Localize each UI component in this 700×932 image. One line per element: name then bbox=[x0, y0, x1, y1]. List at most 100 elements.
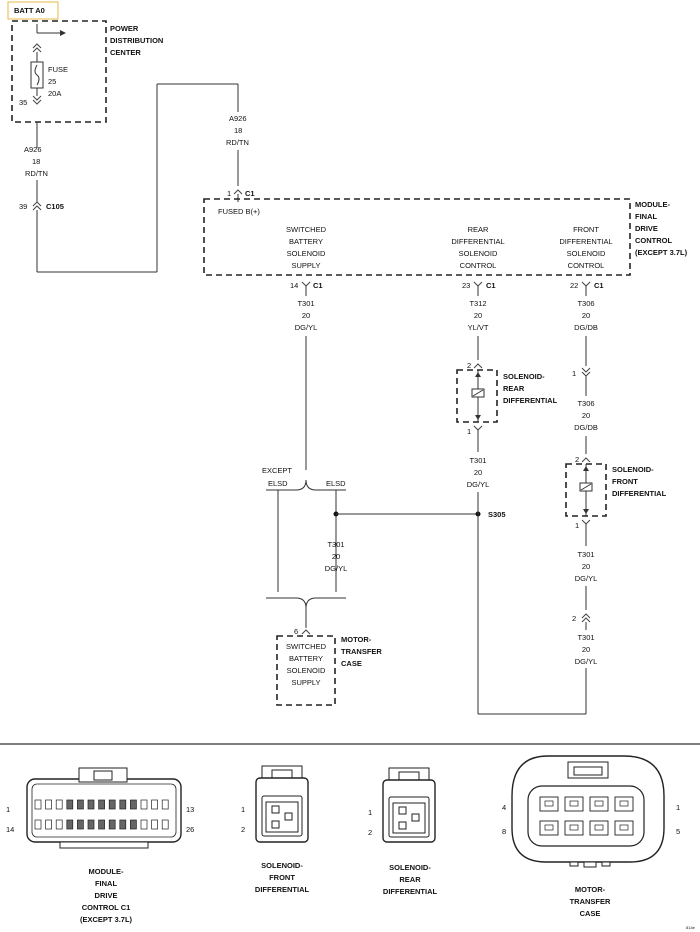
svg-text:T301: T301 bbox=[327, 540, 344, 549]
connector-front-solenoid-label: SOLENOID- FRONT DIFFERENTIAL bbox=[255, 861, 310, 894]
svg-text:DIFFERENTIAL: DIFFERENTIAL bbox=[503, 396, 558, 405]
c1-cavity bbox=[87, 819, 95, 830]
transfer-case-cavity bbox=[564, 820, 584, 836]
transfer-case-box bbox=[276, 635, 336, 706]
svg-text:SOLENOID-: SOLENOID- bbox=[503, 372, 545, 381]
wire-t301-d-label: T301 20 DG/YL bbox=[575, 550, 598, 583]
t306-inline-connector-icon bbox=[581, 367, 591, 377]
svg-text:DIFFERENTIAL: DIFFERENTIAL bbox=[559, 237, 612, 246]
svg-text:CONTROL C1: CONTROL C1 bbox=[82, 903, 131, 912]
svg-text:TRANSFER: TRANSFER bbox=[570, 897, 611, 906]
svg-text:RD/TN: RD/TN bbox=[25, 169, 48, 178]
svg-text:25: 25 bbox=[48, 77, 56, 86]
c1-cavity bbox=[55, 819, 63, 830]
svg-text:2: 2 bbox=[241, 825, 245, 834]
c1-cavity bbox=[66, 799, 74, 810]
splice-s305-label: S305 bbox=[488, 510, 506, 519]
batt-source-box bbox=[7, 1, 59, 20]
pdc-box bbox=[11, 20, 107, 123]
svg-text:SOLENOID: SOLENOID bbox=[287, 666, 326, 675]
svg-text:20: 20 bbox=[582, 562, 590, 571]
front-solenoid-pin-top: 2 bbox=[575, 455, 579, 464]
svg-text:SOLENOID: SOLENOID bbox=[459, 249, 498, 258]
svg-text:BATTERY: BATTERY bbox=[289, 654, 323, 663]
transfer-case-title: MOTOR- TRANSFER CASE bbox=[341, 635, 382, 668]
svg-text:FRONT: FRONT bbox=[269, 873, 295, 882]
c1-cavity bbox=[45, 799, 52, 810]
rear-solenoid-pin-bottom: 1 bbox=[467, 427, 471, 436]
c1-cavity bbox=[66, 819, 74, 830]
wire-t306-b-label: T306 20 DG/DB bbox=[574, 399, 598, 432]
c1-cavity bbox=[98, 799, 105, 810]
svg-text:TRANSFER: TRANSFER bbox=[341, 647, 382, 656]
svg-text:DG/YL: DG/YL bbox=[325, 564, 348, 573]
svg-text:MODULE-: MODULE- bbox=[89, 867, 124, 876]
c1-cavity bbox=[87, 799, 95, 810]
transfer-case-terminal bbox=[544, 824, 554, 831]
wire-t301-a-label: T301 20 DG/YL bbox=[295, 299, 318, 332]
svg-text:26: 26 bbox=[186, 825, 194, 834]
svg-text:C1: C1 bbox=[313, 281, 323, 290]
svg-text:MOTOR-: MOTOR- bbox=[575, 885, 606, 894]
connector-rear-solenoid-pins: 1 2 bbox=[368, 808, 372, 837]
c1-cavity bbox=[77, 799, 84, 810]
svg-text:DIFFERENTIAL: DIFFERENTIAL bbox=[383, 887, 438, 896]
module-pin-22: 22 C1 bbox=[570, 281, 604, 290]
svg-text:20: 20 bbox=[474, 311, 482, 320]
svg-text:20: 20 bbox=[582, 645, 590, 654]
wire-t312-label: T312 20 YL/VT bbox=[468, 299, 489, 332]
svg-text:T306: T306 bbox=[577, 399, 594, 408]
svg-text:FINAL: FINAL bbox=[635, 212, 657, 221]
svg-text:18: 18 bbox=[234, 126, 242, 135]
svg-text:CONTROL: CONTROL bbox=[460, 261, 497, 270]
svg-text:T306: T306 bbox=[577, 299, 594, 308]
figure-id: 814e bbox=[686, 925, 696, 930]
svg-text:T301: T301 bbox=[297, 299, 314, 308]
c1-top-connector-icon bbox=[233, 189, 243, 195]
function-rear-control: REAR DIFFERENTIAL SOLENOID CONTROL bbox=[451, 225, 504, 270]
c1-cavity bbox=[108, 819, 116, 830]
svg-text:1: 1 bbox=[241, 805, 245, 814]
bus-arrow-icon bbox=[60, 30, 66, 36]
c1-cavity bbox=[161, 819, 169, 830]
transfer-case-pin: 6 bbox=[294, 627, 298, 636]
svg-text:4: 4 bbox=[502, 803, 506, 812]
svg-text:22: 22 bbox=[570, 281, 578, 290]
svg-text:SWITCHED: SWITCHED bbox=[286, 642, 327, 651]
transfer-case-terminal bbox=[569, 824, 579, 831]
svg-text:(EXCEPT 3.7L): (EXCEPT 3.7L) bbox=[80, 915, 133, 924]
front-solenoid-arrow-up bbox=[583, 466, 589, 471]
c1-cavity bbox=[45, 819, 52, 830]
transfer-case-terminal bbox=[569, 800, 579, 807]
c1-cavity bbox=[108, 799, 116, 810]
svg-text:20: 20 bbox=[582, 311, 590, 320]
c1-cavity bbox=[34, 799, 42, 810]
c1-cavity bbox=[130, 799, 137, 810]
svg-text:REAR: REAR bbox=[503, 384, 525, 393]
svg-text:A926: A926 bbox=[229, 114, 247, 123]
svg-text:2: 2 bbox=[368, 828, 372, 837]
svg-text:DIFFERENTIAL: DIFFERENTIAL bbox=[255, 885, 310, 894]
front-inline-connector-icon bbox=[581, 613, 591, 623]
svg-text:20: 20 bbox=[332, 552, 340, 561]
c1-top-name: C1 bbox=[245, 189, 255, 198]
wire-t301-e-label: T301 20 DG/YL bbox=[575, 633, 598, 666]
c105-pin: 39 bbox=[19, 202, 27, 211]
connector-module-c1 bbox=[26, 767, 182, 849]
svg-text:DRIVE: DRIVE bbox=[635, 224, 658, 233]
svg-text:EXCEPT: EXCEPT bbox=[262, 466, 292, 475]
c1-cavity bbox=[55, 799, 63, 810]
svg-text:CASE: CASE bbox=[341, 659, 362, 668]
c1-cavity bbox=[151, 819, 158, 830]
transfer-case-cavity bbox=[564, 796, 584, 812]
front-solenoid-arrow-down bbox=[583, 509, 589, 514]
pdc-title: POWER DISTRIBUTION CENTER bbox=[110, 24, 163, 57]
svg-text:POWER: POWER bbox=[110, 24, 139, 33]
c1-cavity bbox=[34, 819, 42, 830]
wire-a926-left-label: A926 18 RD/TN bbox=[24, 145, 48, 178]
transfer-case-terminal bbox=[619, 824, 629, 831]
svg-text:23: 23 bbox=[462, 281, 470, 290]
svg-text:DG/YL: DG/YL bbox=[575, 574, 598, 583]
svg-text:C1: C1 bbox=[594, 281, 604, 290]
svg-text:1: 1 bbox=[6, 805, 10, 814]
